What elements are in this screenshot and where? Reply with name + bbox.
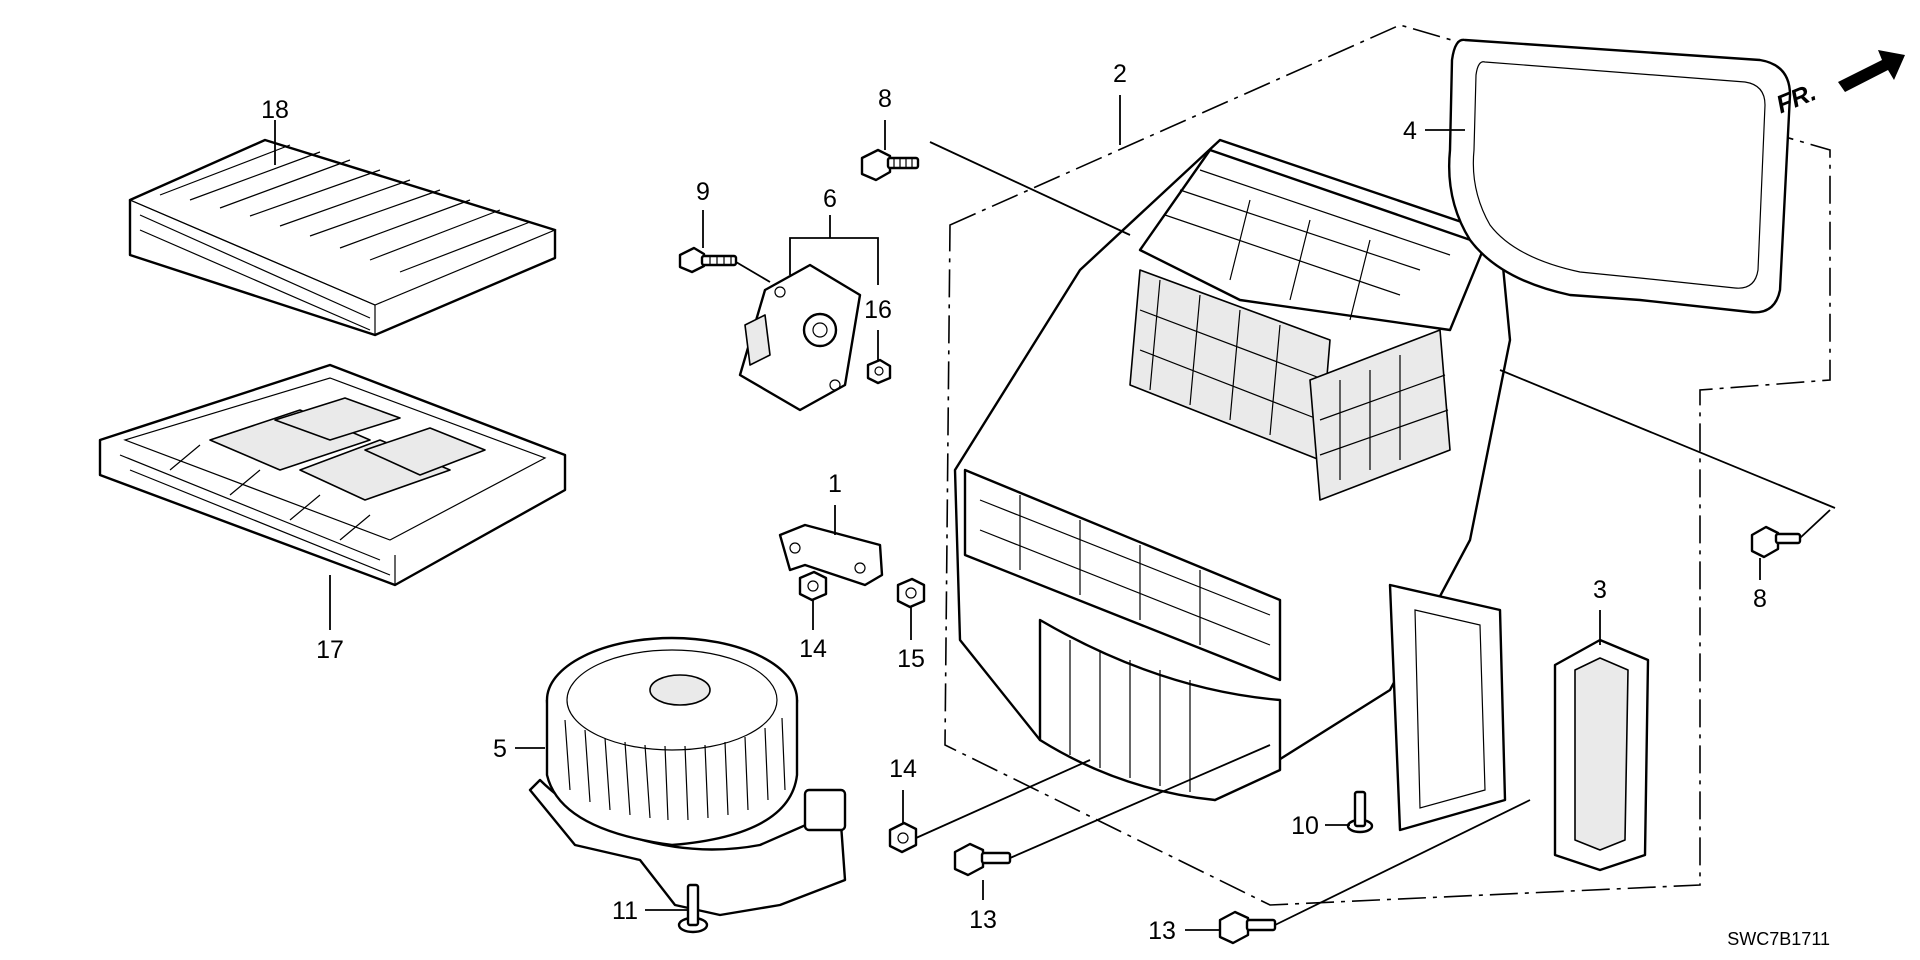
callout-8-top: 8: [878, 85, 892, 113]
mode-motor-actuator: [738, 263, 862, 412]
callout-5: 5: [493, 735, 507, 763]
callout-4: 4: [1403, 117, 1417, 145]
callout-3: 3: [1593, 576, 1607, 604]
screw-13-left: [953, 842, 1012, 877]
bolt-8-top: [860, 148, 920, 182]
callout-16: 16: [864, 296, 892, 324]
callout-14-upper: 14: [799, 635, 827, 663]
front-direction-arrow-icon: [1838, 50, 1905, 92]
callout-2: 2: [1113, 60, 1127, 88]
screw-11: [677, 883, 709, 934]
callout-10: 10: [1291, 812, 1319, 840]
nut-14-upper: [798, 570, 828, 602]
heater-unit-housing: [953, 138, 1512, 832]
callout-1: 1: [828, 470, 842, 498]
callout-9: 9: [696, 178, 710, 206]
callout-14-lower: 14: [889, 755, 917, 783]
callout-8-right: 8: [1753, 585, 1767, 613]
callout-18: 18: [261, 96, 289, 124]
nut-16: [866, 358, 892, 385]
bolt-8-right: [1750, 525, 1802, 559]
callout-13-left: 13: [969, 906, 997, 934]
callout-13-bottom: 13: [1148, 917, 1176, 945]
nut-15: [896, 577, 926, 609]
screw-10: [1346, 790, 1374, 834]
callout-11: 11: [612, 897, 638, 925]
callout-6: 6: [823, 185, 837, 213]
gasket-seal-4: [1448, 38, 1792, 314]
leader-lines: [274, 95, 1836, 931]
bolt-9: [678, 246, 738, 274]
nut-14-lower: [888, 821, 918, 854]
mounting-bracket: [778, 523, 884, 587]
blower-motor-fan: [528, 636, 847, 917]
seal-3: [1553, 638, 1650, 872]
assembly-boundary-outline: [944, 24, 1831, 906]
filter-frame: [98, 363, 567, 587]
drawing-code: SWC7B1711: [1727, 929, 1830, 949]
screw-13-bottom: [1218, 910, 1277, 945]
air-filter-element: [128, 138, 557, 337]
callout-17: 17: [316, 636, 344, 664]
callout-15: 15: [897, 645, 925, 673]
